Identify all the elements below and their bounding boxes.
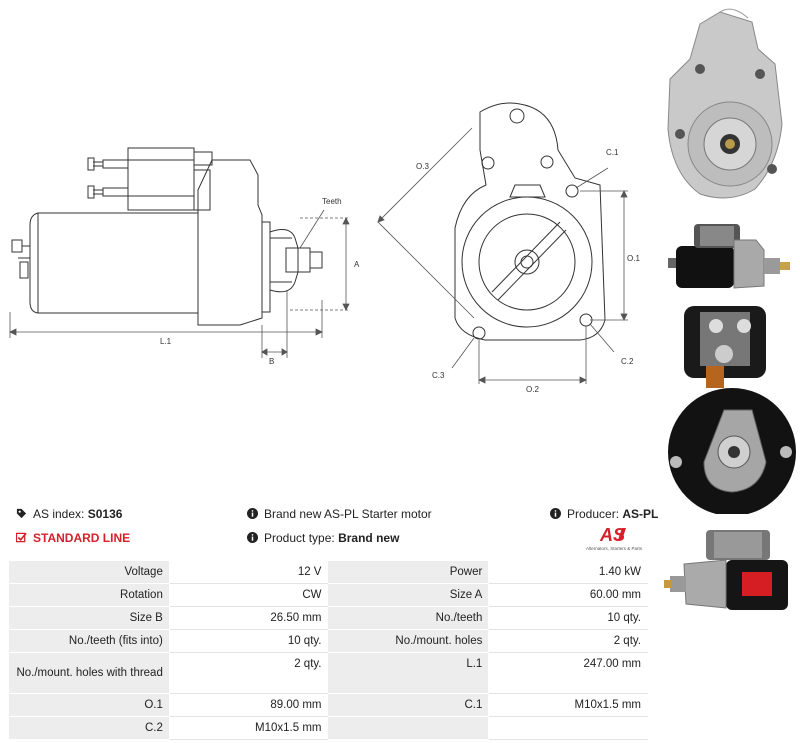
producer: Producer: AS-PL <box>550 507 658 521</box>
front-view <box>454 102 606 341</box>
standard-line-label: STANDARD LINE <box>33 531 131 545</box>
tag-icon <box>16 508 27 519</box>
label-o1: O.1 <box>627 254 640 263</box>
spec-label: L.1 <box>327 652 490 694</box>
table-row: No./mount. holes with thread 2 qty. L.1 … <box>8 652 648 694</box>
standard-line: STANDARD LINE <box>16 531 130 545</box>
label-c2: C.2 <box>621 357 634 366</box>
as-pl-logo: AS Alternators, Starters & Parts <box>586 524 650 554</box>
spec-label: Power <box>327 560 490 584</box>
spec-value: M10x1.5 mm <box>168 716 329 740</box>
spec-label: No./mount. holes with thread <box>8 652 170 694</box>
spec-value <box>488 716 648 740</box>
specs-table: Voltage 12 V Power 1.40 kW Rotation CW S… <box>8 560 648 740</box>
spec-value: M10x1.5 mm <box>488 693 648 717</box>
label-teeth: Teeth <box>322 197 342 206</box>
checkbox-check-icon <box>16 532 27 543</box>
spec-label: C.1 <box>327 693 490 717</box>
spec-label: Rotation <box>8 583 170 607</box>
spec-value: 26.50 mm <box>168 606 329 630</box>
label-l1: L.1 <box>160 337 172 346</box>
label-c3: C.3 <box>432 371 445 380</box>
info-icon <box>247 508 258 519</box>
product-photo-rear[interactable] <box>664 302 798 514</box>
producer-value: AS-PL <box>622 507 659 521</box>
table-row: Size B 26.50 mm No./teeth 10 qty. <box>8 606 648 630</box>
product-type-value: Brand new <box>338 531 400 545</box>
label-c1: C.1 <box>606 148 619 157</box>
spec-label: O.1 <box>8 693 170 717</box>
spec-value: 60.00 mm <box>488 583 648 607</box>
table-row: O.1 89.00 mm C.1 M10x1.5 mm <box>8 693 648 717</box>
as-index-value: S0136 <box>87 507 123 521</box>
label-b: B <box>269 357 274 366</box>
technical-drawing: Teeth A L.1 B O.3 C.1 O.1 C.2 C.3 O.2 <box>9 102 640 394</box>
product-photo-top[interactable] <box>664 524 796 616</box>
product-type-label: Product type: <box>264 531 335 545</box>
info-icon <box>550 508 561 519</box>
spec-label: C.2 <box>8 716 170 740</box>
spec-label: Size A <box>327 583 490 607</box>
table-row: C.2 M10x1.5 mm <box>8 716 648 740</box>
spec-value: 1.40 kW <box>488 560 648 584</box>
side-dimensions <box>9 209 350 358</box>
label-o2: O.2 <box>526 385 539 394</box>
side-view <box>11 147 323 326</box>
product-type: Product type: Brand new <box>247 531 399 545</box>
label-o3: O.3 <box>416 162 429 171</box>
spec-value: 2 qty. <box>168 652 329 694</box>
front-dimensions <box>377 127 628 384</box>
spec-label: No./mount. holes <box>327 629 490 653</box>
spec-value: 10 qty. <box>168 629 329 653</box>
spec-value: 12 V <box>168 560 329 584</box>
as-index: AS index: S0136 <box>16 507 122 521</box>
spec-value: 2 qty. <box>488 629 648 653</box>
table-row: No./teeth (fits into) 10 qty. No./mount.… <box>8 629 648 653</box>
spec-value: CW <box>168 583 329 607</box>
table-row: Rotation CW Size A 60.00 mm <box>8 583 648 607</box>
product-photo-side[interactable] <box>664 216 796 298</box>
spec-label: No./teeth (fits into) <box>8 629 170 653</box>
info-icon <box>247 532 258 543</box>
description: Brand new AS-PL Starter motor <box>247 507 432 521</box>
spec-value: 89.00 mm <box>168 693 329 717</box>
spec-value: 247.00 mm <box>488 652 648 694</box>
product-photo-front[interactable] <box>660 4 795 209</box>
table-row: Voltage 12 V Power 1.40 kW <box>8 560 648 584</box>
logo-tagline: Alternators, Starters & Parts <box>586 546 643 551</box>
spec-label: Voltage <box>8 560 170 584</box>
description-text: Brand new AS-PL Starter motor <box>264 507 432 521</box>
spec-value: 10 qty. <box>488 606 648 630</box>
producer-label: Producer: <box>567 507 620 521</box>
spec-label: Size B <box>8 606 170 630</box>
as-index-label: AS index: <box>33 507 85 521</box>
label-a: A <box>354 260 360 269</box>
spec-label <box>327 716 490 740</box>
spec-label: No./teeth <box>327 606 490 630</box>
